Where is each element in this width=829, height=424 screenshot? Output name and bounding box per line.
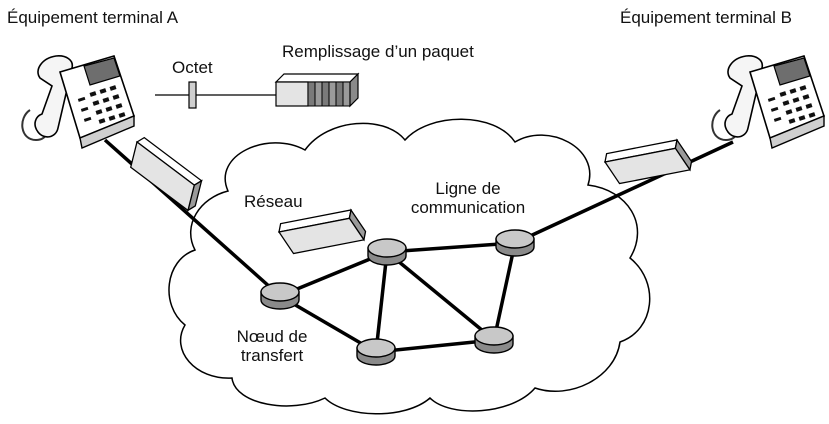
transfer-node-icon: [474, 326, 514, 354]
network-label: Réseau: [244, 192, 303, 211]
transfer-node-label: Nœud de transfert: [222, 327, 322, 365]
access-line-b: [514, 140, 734, 245]
phone-b-icon: [711, 54, 825, 149]
phone-a-icon: [21, 54, 135, 149]
packet-box-icon: [123, 135, 209, 213]
transfer-node-icon: [356, 338, 396, 366]
network-cloud: [168, 118, 651, 415]
transfer-node-icon: [260, 282, 300, 310]
octet-label: Octet: [172, 58, 213, 77]
comm-line-label: Ligne de communication: [398, 179, 538, 217]
comm-line-label-line1: Ligne de: [435, 179, 501, 198]
comm-line-label-line2: communication: [410, 198, 526, 217]
byte-block-icon: [188, 81, 197, 109]
packet-box-icon: [600, 116, 696, 208]
packet-fill-label: Remplissage d’un paquet: [282, 42, 474, 61]
packet-stack-icon: [274, 72, 360, 108]
transfer-node-label-line1: Nœud de: [236, 327, 308, 346]
terminal-a-label: Équipement terminal A: [7, 8, 179, 27]
terminal-b-label: Équipement terminal B: [620, 8, 792, 27]
transfer-node-icon: [367, 238, 407, 266]
transfer-node-label-line2: transfert: [240, 346, 304, 365]
transfer-node-icon: [495, 229, 535, 257]
